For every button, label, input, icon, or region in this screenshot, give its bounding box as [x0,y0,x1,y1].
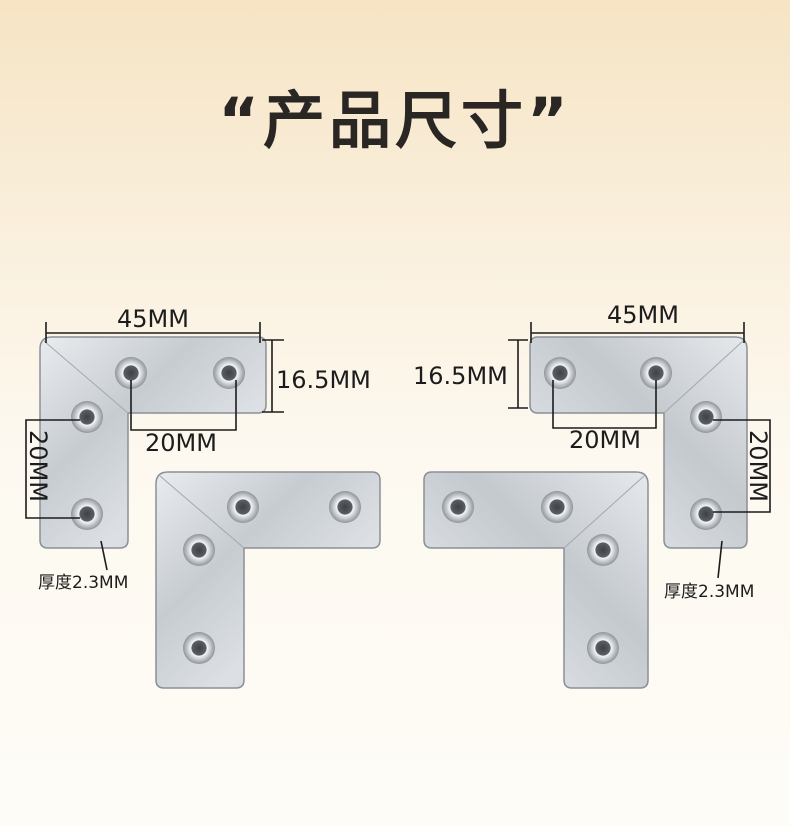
screw-hole [690,498,722,530]
right-dimension-lines [508,322,771,579]
screw-hole [115,357,147,389]
screw-hole [183,632,215,664]
left-hole-spacing-h-label: 20MM [145,429,217,457]
screw-hole [587,534,619,566]
right-bracket-bottom [423,471,649,689]
screw-hole [587,632,619,664]
screw-hole [541,491,573,523]
screw-hole [71,498,103,530]
page-title: “产品尺寸” [218,84,572,157]
right-bracket-top [529,336,748,549]
screw-hole [329,491,361,523]
left-bracket-bottom [155,471,381,689]
screw-hole [227,491,259,523]
right-thickness-label: 厚度2.3MM [664,582,754,602]
screw-hole [544,357,576,389]
screw-hole [183,534,215,566]
right-height-label: 16.5MM [413,362,508,390]
left-hole-spacing-v-label: 20MM [24,430,52,502]
screw-hole [640,357,672,389]
right-hole-spacing-v-label: 20MM [744,430,772,502]
left-dimension-lines [25,322,284,571]
right-hole-spacing-h-label: 20MM [569,426,641,454]
screw-hole [442,491,474,523]
left-width-label: 45MM [117,305,189,333]
screw-hole [690,401,722,433]
screw-hole [213,357,245,389]
right-width-label: 45MM [607,301,679,329]
screw-hole [71,401,103,433]
left-bracket-top [39,336,267,549]
left-thickness-label: 厚度2.3MM [38,573,128,593]
left-height-label: 16.5MM [276,366,371,394]
